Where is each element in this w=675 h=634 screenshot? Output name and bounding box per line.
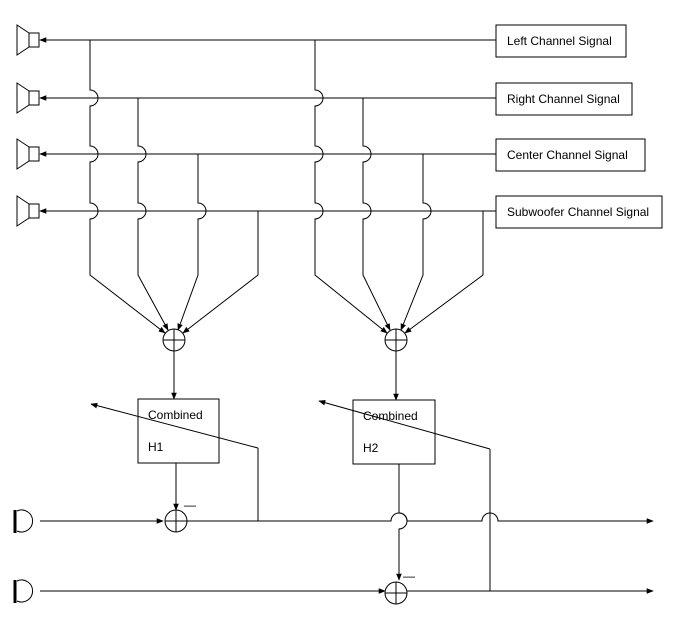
left-channel-signal-box: Left Channel Signal xyxy=(495,24,627,58)
filter-h2-line2: H2 xyxy=(363,441,379,455)
right-channel-signal-label: Right Channel Signal xyxy=(507,92,620,106)
error-output-line-1 xyxy=(187,512,654,524)
microphone-icon-1 xyxy=(13,509,34,533)
speaker-icon-right xyxy=(16,82,40,114)
subtract-sign-2: — xyxy=(403,569,415,583)
right-channel-signal-box: Right Channel Signal xyxy=(495,82,633,116)
tap-group-1 xyxy=(89,40,259,334)
subwoofer-channel-signal-box: Subwoofer Channel Signal xyxy=(495,195,663,229)
subtract-sign-1: — xyxy=(184,498,196,512)
speaker-icon-left xyxy=(16,24,40,56)
microphone-icon-2 xyxy=(13,579,34,603)
subtract-junction-1 xyxy=(164,509,188,533)
filter-h1-line1: Combined xyxy=(148,408,203,422)
center-channel-signal-box: Center Channel Signal xyxy=(495,138,646,172)
filter-h2-line1: Combined xyxy=(363,409,418,423)
filter-box-h2: Combined H2 xyxy=(352,399,436,465)
subtract-junction-2 xyxy=(384,581,408,605)
speaker-icon-center xyxy=(16,138,40,170)
center-channel-signal-label: Center Channel Signal xyxy=(507,148,628,162)
h2-output-line xyxy=(396,464,408,581)
left-channel-signal-label: Left Channel Signal xyxy=(507,34,612,48)
subwoofer-channel-signal-label: Subwoofer Channel Signal xyxy=(507,205,649,219)
tap-group-2 xyxy=(314,40,484,334)
summing-junction-2 xyxy=(384,328,408,352)
filter-h1-line2: H1 xyxy=(148,440,164,454)
filter-box-h1: Combined H1 xyxy=(137,398,220,464)
summing-junction-1 xyxy=(162,328,186,352)
speaker-icon-subwoofer xyxy=(16,195,40,227)
